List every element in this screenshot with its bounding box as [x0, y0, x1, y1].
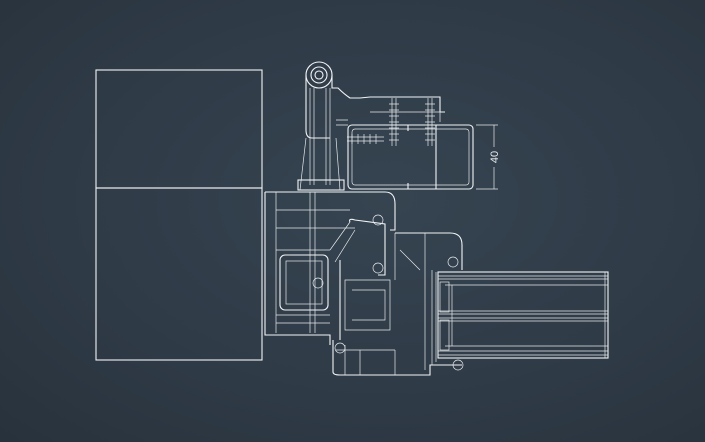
screws [347, 98, 435, 146]
roller-shutter-housing [297, 61, 445, 191]
steel-rectangular-profile [347, 124, 474, 190]
insulated-glass-unit [437, 271, 609, 359]
window-frame-profile [264, 191, 396, 345]
wall-insulation-hex [95, 69, 263, 189]
wall-brick [95, 187, 263, 361]
window-sash-profile [332, 232, 463, 376]
dimension-label: 40 [489, 151, 501, 163]
dimension-40: 40 [476, 124, 501, 190]
gaskets [334, 214, 464, 371]
